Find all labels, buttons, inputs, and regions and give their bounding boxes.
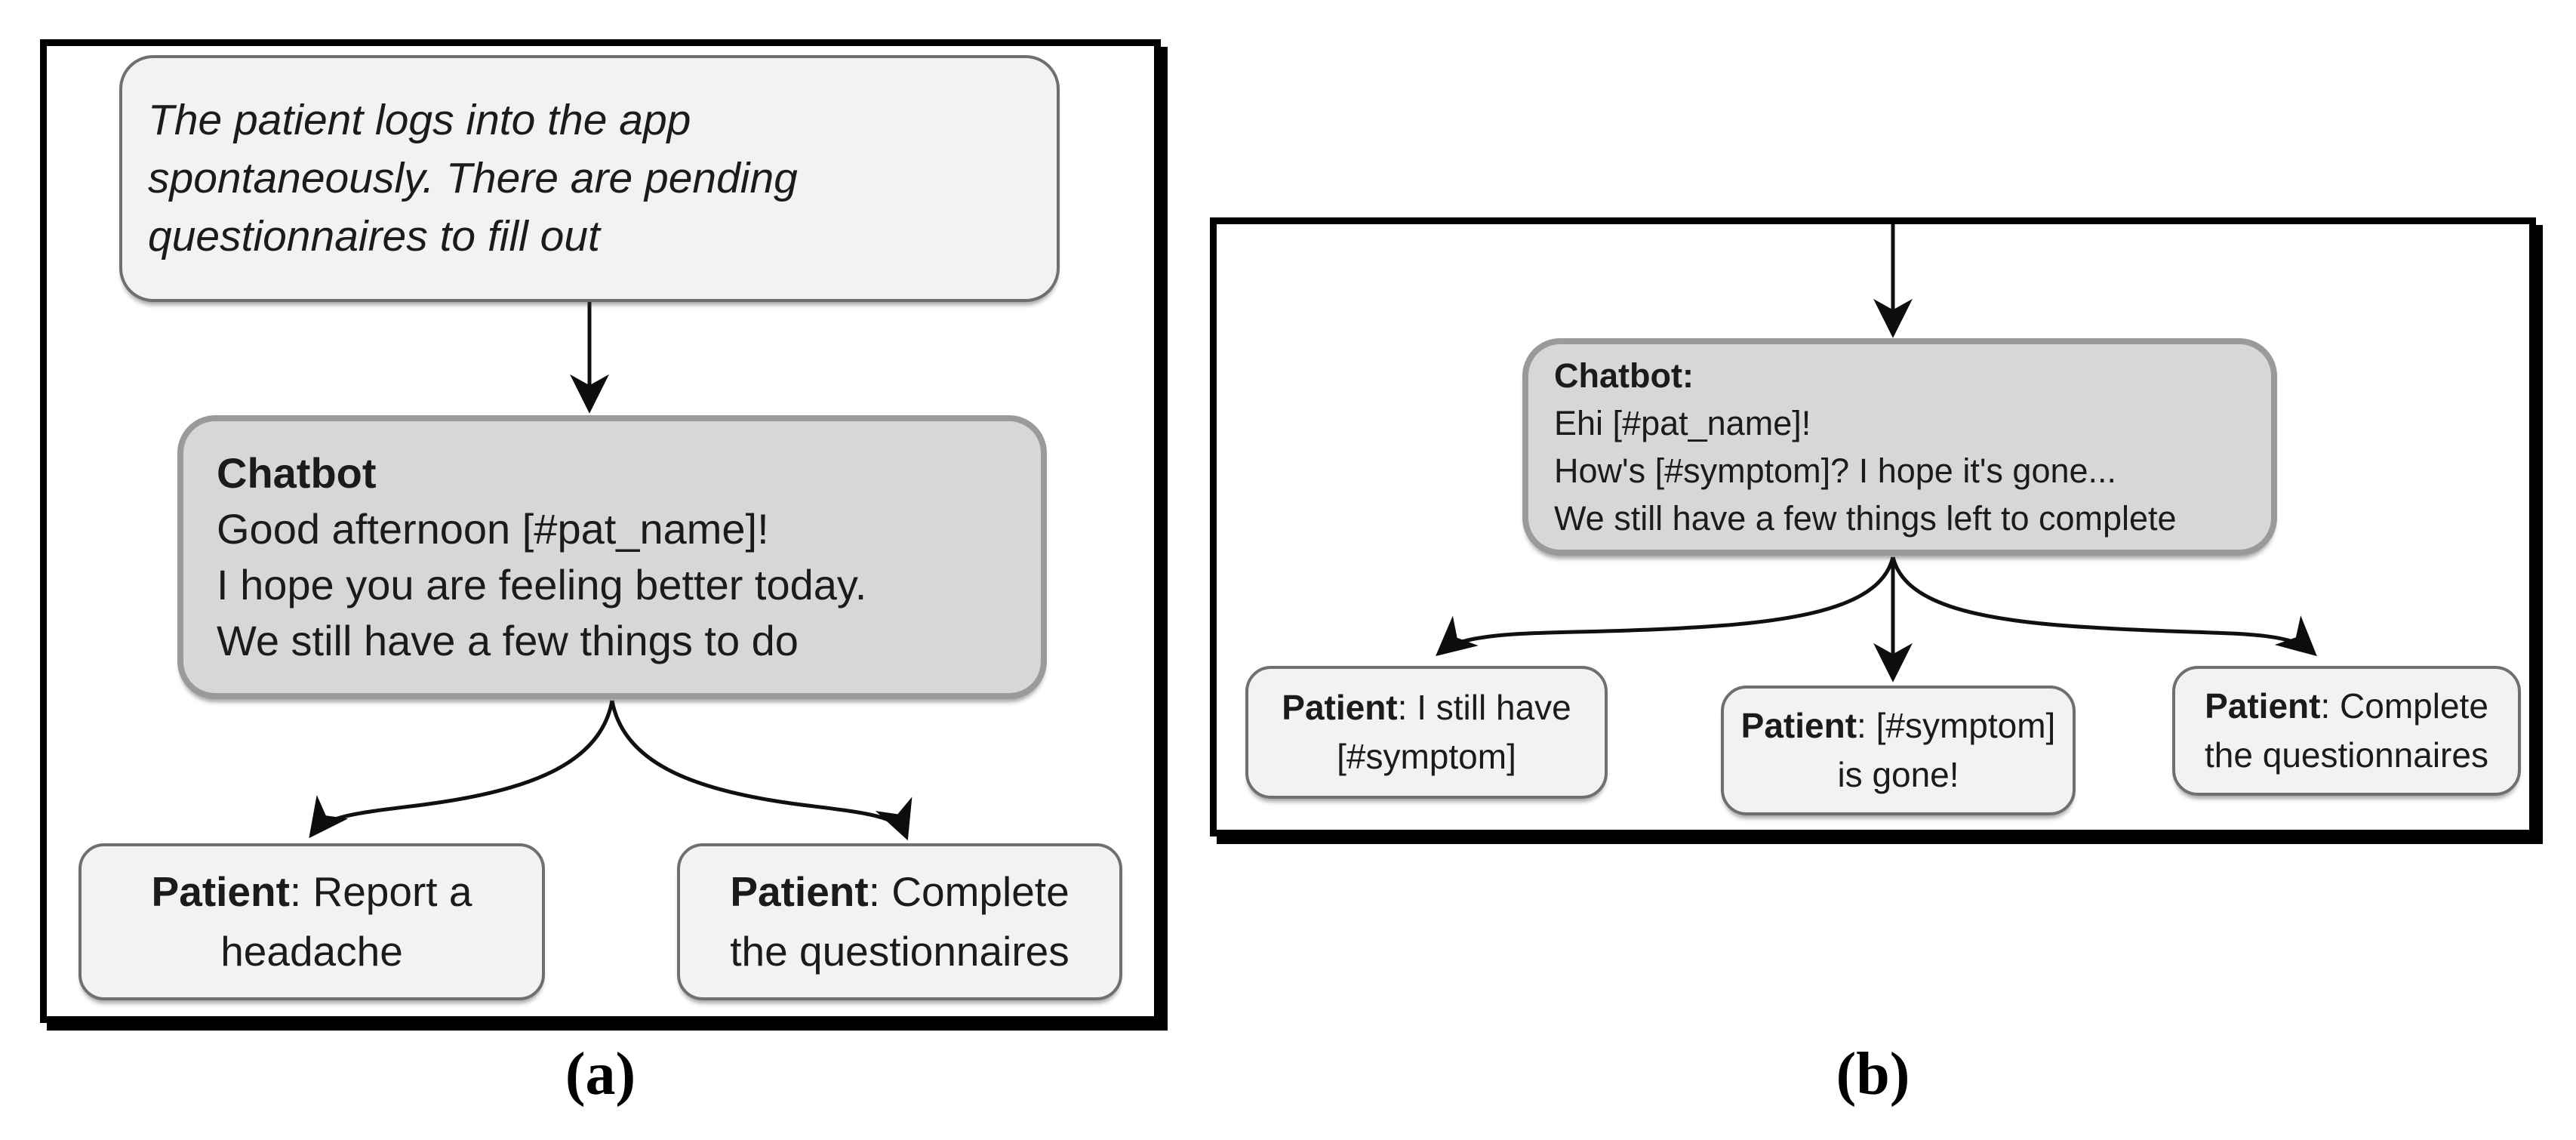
patient-option-line: headache: [220, 928, 403, 975]
chatbot-message-line: Good afternoon [#pat_name]!: [217, 505, 769, 553]
chatbot-message-line: We still have a few things to do: [217, 617, 799, 664]
patient-speaker-label: Patient: [2205, 686, 2321, 726]
patient-option-text: : Complete: [2320, 686, 2488, 726]
patient-speaker-label: Patient: [151, 868, 290, 915]
patient-option-line: Patient: [#symptom]: [1741, 701, 2056, 750]
chatbot-message-line: I hope you are feeling better today.: [217, 561, 867, 609]
arrow-chatbot-b-to-patient-left: [1436, 556, 1895, 657]
chatbot-message-b: Chatbot: Ehi [#pat_name]! How's [#sympto…: [1522, 338, 2277, 556]
patient-option-complete-questionnaires-a: Patient: Complete the questionnaires: [677, 843, 1122, 1000]
chatbot-message-a: Chatbot Good afternoon [#pat_name]! I ho…: [177, 415, 1047, 699]
patient-speaker-label: Patient: [730, 868, 869, 915]
patient-option-line: the questionnaires: [2205, 735, 2488, 775]
patient-option-line: Patient: Complete: [2205, 682, 2488, 731]
patient-option-line: Patient: I still have: [1282, 683, 1571, 732]
patient-option-text: : Report a: [289, 868, 472, 915]
patient-option-line: the questionnaires: [730, 928, 1069, 975]
patient-option-text: : I still have: [1397, 688, 1571, 727]
narration-line: questionnaires to fill out: [148, 212, 600, 260]
patient-option-line: Patient: Report a: [152, 862, 472, 922]
arrow-chatbot-a-to-patient-left: [309, 700, 614, 839]
patient-option-text: : Complete: [868, 868, 1069, 915]
patient-option-text: : [#symptom]: [1857, 706, 2056, 745]
patient-option-line: [#symptom]: [1337, 737, 1516, 776]
chatbot-speaker-label: Chatbot: [217, 449, 377, 497]
patient-speaker-label: Patient: [1740, 706, 1857, 745]
chatbot-speaker-label: Chatbot:: [1554, 356, 1694, 395]
narration-line: The patient logs into the app: [148, 96, 691, 144]
caption-b: (b): [1836, 1041, 1910, 1108]
arrow-chatbot-b-to-patient-right: [1891, 556, 2317, 657]
arrow-chatbot-a-to-patient-right: [610, 700, 913, 841]
patient-option-report-headache: Patient: Report a headache: [78, 843, 545, 1000]
patient-speaker-label: Patient: [1282, 688, 1398, 727]
chatbot-message-line: Ehi [#pat_name]!: [1554, 404, 1811, 442]
narration-box: The patient logs into the app spontaneou…: [119, 55, 1060, 302]
chatbot-message-line: We still have a few things left to compl…: [1554, 499, 2177, 538]
caption-a: (a): [565, 1041, 636, 1108]
patient-option-line: is gone!: [1837, 755, 1959, 794]
patient-option-symptom-gone: Patient: [#symptom] is gone!: [1721, 686, 2076, 815]
patient-option-still-have-symptom: Patient: I still have [#symptom]: [1245, 666, 1608, 799]
narration-line: spontaneously. There are pending: [148, 154, 798, 202]
patient-option-complete-questionnaires-b: Patient: Complete the questionnaires: [2172, 666, 2521, 796]
chatbot-message-line: How's [#symptom]? I hope it's gone...: [1554, 451, 2117, 490]
patient-option-line: Patient: Complete: [730, 862, 1069, 922]
